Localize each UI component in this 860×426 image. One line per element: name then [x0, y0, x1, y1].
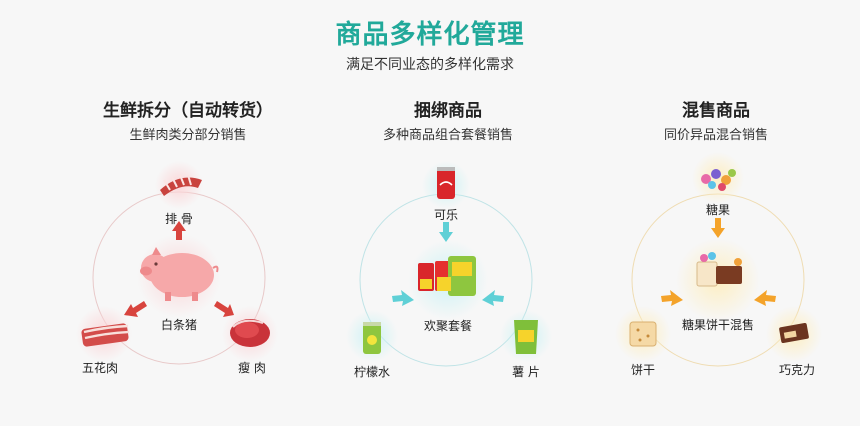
combo-meal-icon — [418, 256, 476, 296]
chocolate-label: 巧克力 — [778, 363, 816, 377]
ribs-icon — [160, 174, 202, 196]
chips-bag-icon — [514, 320, 538, 354]
lemonade-label: 柠檬水 — [353, 365, 391, 379]
mixed-arrows — [661, 218, 776, 306]
mixed-diagram — [615, 152, 822, 367]
page-subtitle: 满足不同业态的多样化需求 — [346, 57, 514, 73]
bundle-diagram — [346, 161, 552, 367]
biscuit-label: 饼干 — [630, 363, 656, 377]
biscuit-icon — [629, 321, 657, 347]
pig-label: 白条猪 — [160, 318, 198, 332]
candy-label: 糖果 — [705, 203, 731, 217]
fresh-split-title: 生鲜拆分（自动转货） — [103, 101, 273, 121]
fresh-arrows — [124, 221, 234, 317]
bundle-subtitle: 多种商品组合套餐销售 — [382, 128, 513, 143]
fresh-split-diagram — [76, 161, 278, 365]
lean-meat-icon — [230, 319, 270, 347]
fresh-split-subtitle: 生鲜肉类分部分销售 — [129, 128, 247, 143]
pork-belly-icon — [81, 323, 130, 347]
bundle-arrows — [392, 222, 504, 306]
candy-biscuit-mix-icon — [696, 252, 742, 287]
bundle-title: 捆绑商品 — [414, 101, 482, 121]
page-title: 商品多样化管理 — [335, 20, 525, 50]
mixed-title: 混售商品 — [682, 101, 750, 121]
cola-can-icon — [437, 167, 455, 199]
cola-label: 可乐 — [433, 208, 459, 222]
mixed-label: 糖果饼干混售 — [681, 318, 755, 332]
combo-label: 欢聚套餐 — [423, 319, 473, 333]
pig-icon — [140, 247, 219, 301]
pork-belly-label: 五花肉 — [81, 361, 119, 375]
chocolate-icon — [779, 323, 809, 343]
ribs-label: 排 骨 — [165, 212, 193, 226]
chips-label: 薯 片 — [512, 365, 540, 379]
candy-icon — [701, 169, 736, 191]
lean-meat-label: 瘦 肉 — [238, 361, 266, 375]
mixed-subtitle: 同价异品混合销售 — [663, 128, 768, 143]
lemonade-icon — [363, 322, 381, 354]
